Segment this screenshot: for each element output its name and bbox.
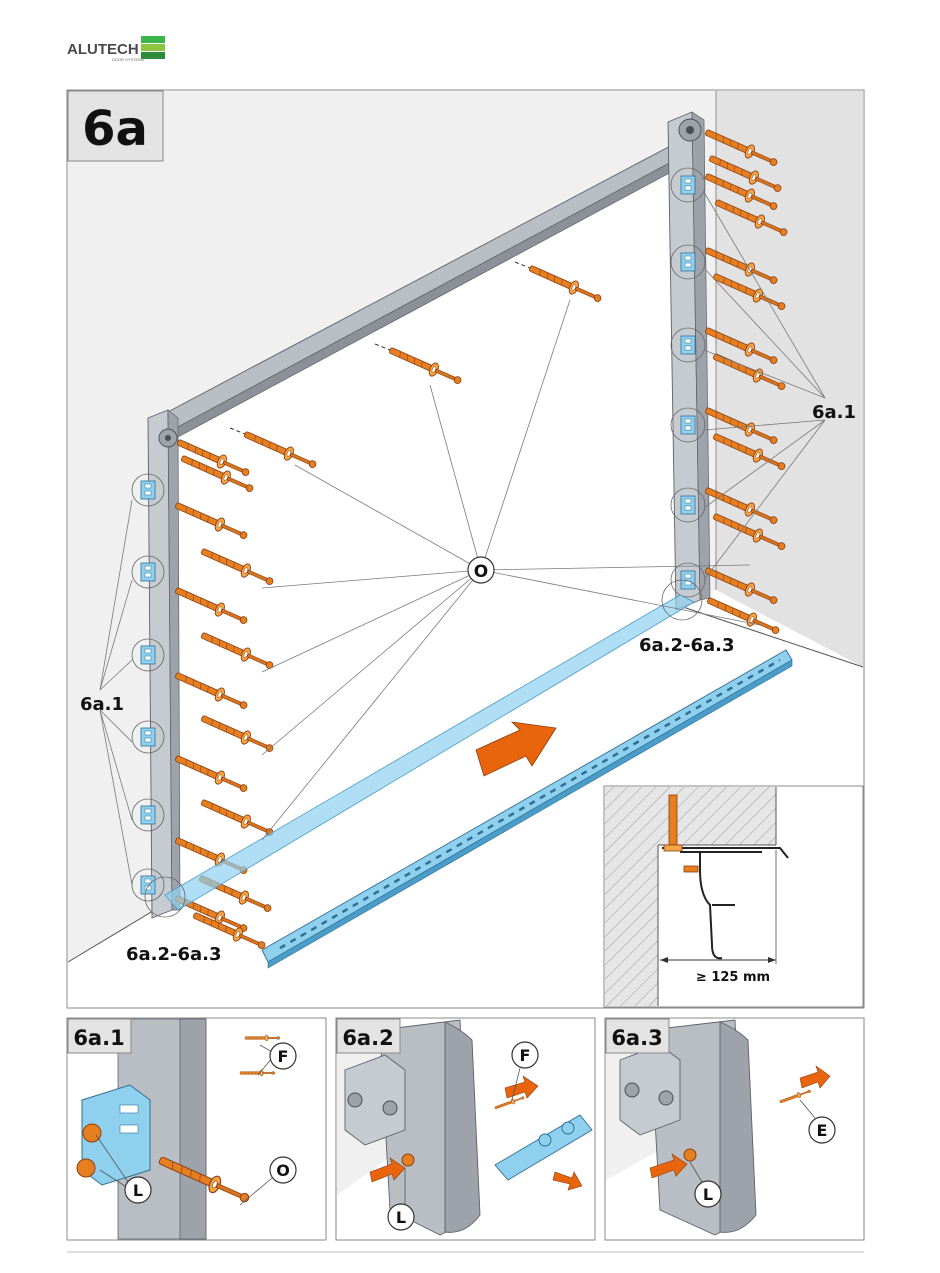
- subpanel-6a1-label: 6a.1: [73, 1026, 124, 1050]
- subpanel-6a3: 6a.3 L E: [604, 1017, 865, 1241]
- logo-bar-top: [141, 36, 165, 43]
- subpanel-6a1-ref-l: L: [133, 1181, 143, 1200]
- brand-logo: ALUTECH DOOR SYSTEMS: [67, 36, 165, 62]
- subpanel-6a3-label: 6a.3: [611, 1026, 662, 1050]
- step-label: 6a: [82, 101, 148, 157]
- subpanel-6a3-ref-l: L: [703, 1185, 713, 1204]
- subpanel-6a2: 6a.2 F L: [335, 1017, 596, 1241]
- top-beam-anchors: [229, 261, 605, 473]
- callout-o: O: [474, 562, 488, 582]
- main-panel: O 6a.1 6a.1 6a.2-6a.3 6a.2-6a.3 6a: [66, 89, 865, 1009]
- door-opening: [175, 150, 690, 905]
- floor-rail-ghost: [164, 594, 695, 911]
- brand-sub: DOOR SYSTEMS: [112, 57, 145, 62]
- subpanel-6a2-ref-f: F: [520, 1046, 531, 1065]
- leader-lines-o: [261, 299, 761, 841]
- subpanel-6a2-ref-l: L: [396, 1208, 406, 1227]
- callout-o-circle: [467, 556, 495, 584]
- callout-6a1-right: 6a.1: [812, 402, 856, 423]
- floor-rail: [261, 649, 793, 969]
- subpanel-6a2-label: 6a.2: [342, 1026, 393, 1050]
- detail-inset: ≥ 125 mm: [603, 785, 864, 1008]
- logo-bar-mid: [141, 44, 165, 51]
- direction-arrow: [475, 721, 557, 777]
- subpanel-6a1-ref-f: F: [278, 1047, 289, 1066]
- leader-lines-6a1: [99, 191, 826, 886]
- callout-6a2-6a3-right: 6a.2-6a.3: [639, 635, 735, 656]
- brand-name: ALUTECH: [67, 41, 139, 58]
- step-label-box: [67, 90, 164, 162]
- subpanel-6a1-ref-o: O: [276, 1161, 290, 1180]
- subpanel-6a3-ref-e: E: [817, 1121, 828, 1140]
- callout-6a1-left: 6a.1: [80, 694, 124, 715]
- side-wall: [716, 91, 863, 667]
- right-brackets: [670, 167, 706, 598]
- logo-bar-bottom: [141, 52, 165, 59]
- callout-6a2-6a3-left: 6a.2-6a.3: [126, 944, 222, 965]
- subpanel-6a1: 6a.1 F L O: [66, 1017, 327, 1241]
- dimension-label: ≥ 125 mm: [696, 970, 770, 985]
